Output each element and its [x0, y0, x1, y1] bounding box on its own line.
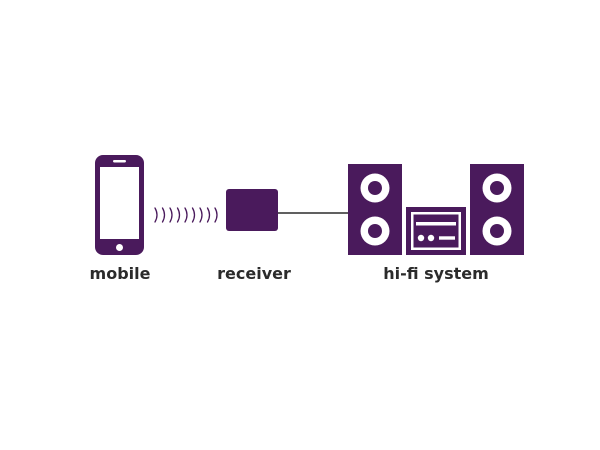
left-speaker-icon — [348, 164, 402, 255]
phone-speaker — [113, 160, 126, 163]
wireless-waves-icon — [154, 207, 218, 223]
mobile-label: mobile — [89, 264, 151, 283]
stereo-center-unit-icon — [406, 207, 466, 255]
receiver-label: receiver — [217, 264, 291, 283]
wave-arc — [154, 207, 158, 223]
wave-arc — [176, 207, 181, 223]
wave-arc — [184, 207, 188, 223]
phone-screen — [100, 167, 139, 239]
wave-arc — [199, 207, 203, 223]
stereo-system-icon — [348, 164, 524, 255]
hifi-system-label: hi-fi system — [383, 264, 489, 283]
wave-arc — [169, 207, 173, 223]
right-speaker-icon — [470, 164, 524, 255]
wave-arc — [206, 207, 211, 223]
receiver-box-icon — [226, 189, 278, 231]
smartphone-icon — [95, 155, 144, 255]
wave-arc — [161, 207, 166, 223]
wave-arc — [214, 207, 218, 223]
phone-home-button — [116, 244, 123, 251]
wave-arc — [191, 207, 196, 223]
